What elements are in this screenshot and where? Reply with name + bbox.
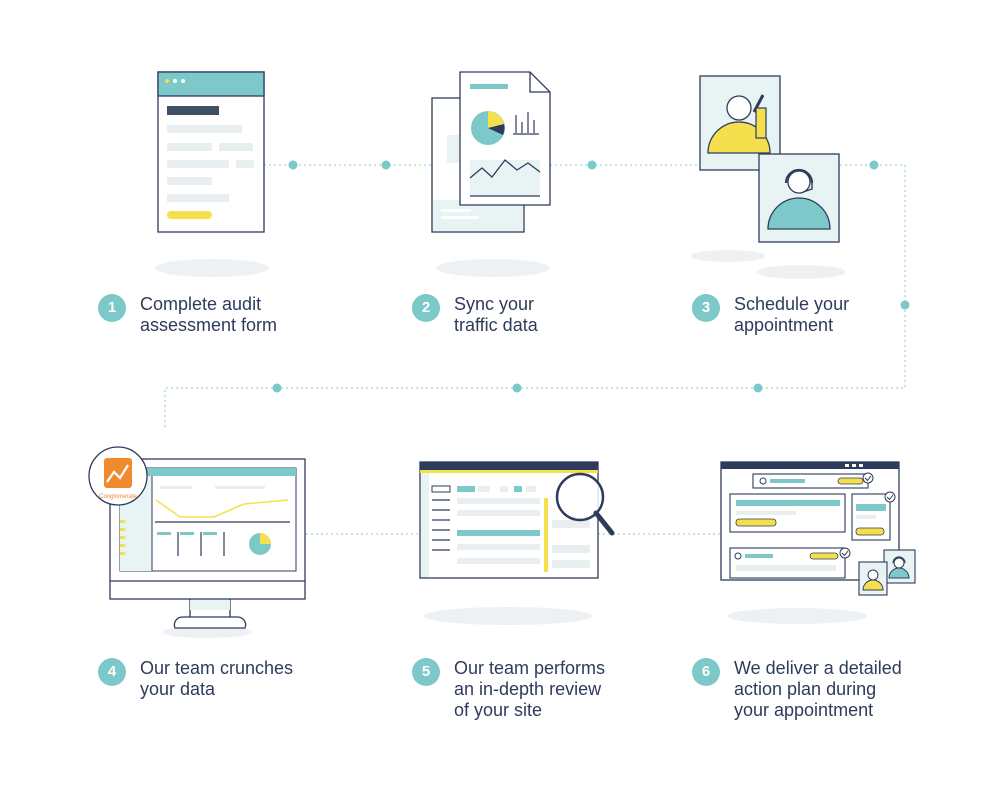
documents-illustration — [431, 71, 551, 233]
step-number: 2 — [412, 294, 440, 322]
form-illustration — [157, 71, 265, 233]
step-number: 6 — [692, 658, 720, 686]
step-label: Complete audit assessment form — [140, 294, 278, 335]
step-5: 5 Our team performs an in-depth review o… — [412, 658, 644, 721]
step-number: 4 — [98, 658, 126, 686]
headset-avatar-icon — [767, 168, 831, 230]
step-1: 1 Complete audit assessment form — [98, 294, 330, 336]
shadows — [155, 250, 867, 638]
connector-lines — [164, 164, 906, 535]
step-label: We deliver a detailed action plan during… — [734, 658, 902, 720]
step-4: 4 Our team crunches your data — [98, 658, 330, 700]
step-2: 2 Sync your traffic data — [412, 294, 644, 336]
step-3: 3 Schedule your appointment — [692, 294, 924, 336]
step-6: 6 We deliver a detailed action plan duri… — [692, 658, 924, 721]
pie-chart-icon — [471, 111, 505, 145]
monitor-illustration: Conglomerate — [88, 446, 306, 629]
appointment-illustration — [699, 75, 840, 243]
checkmark-icon — [862, 472, 874, 484]
step-label: Schedule your appointment — [734, 294, 850, 335]
connector-dots — [272, 160, 910, 393]
step-number: 3 — [692, 294, 720, 322]
step-number: 5 — [412, 658, 440, 686]
review-illustration — [419, 461, 615, 579]
magnifier-icon — [555, 472, 615, 536]
logo-text: Conglomerate — [99, 494, 137, 500]
person-avatar-icon — [707, 94, 771, 154]
step-label: Our team performs an in-depth review of … — [454, 658, 606, 720]
step-number: 1 — [98, 294, 126, 322]
step-label: Our team crunches your data — [140, 658, 294, 699]
action-plan-illustration — [720, 461, 916, 596]
step-label: Sync your traffic data — [454, 294, 538, 335]
